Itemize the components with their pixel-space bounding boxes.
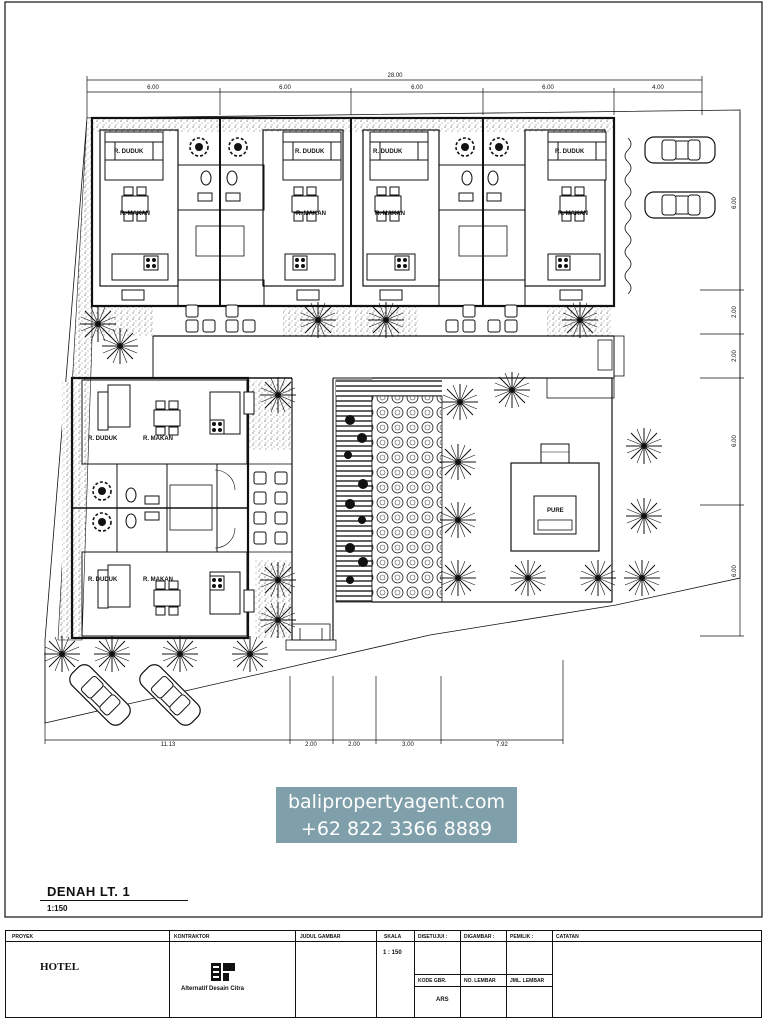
watermark-box: balipropertyagent.com +62 822 3366 8889	[276, 787, 517, 843]
dim-bottom: 2.00	[305, 742, 317, 748]
pure-label: PURE	[547, 508, 564, 514]
kode-label: KODE GBR.	[418, 978, 447, 984]
kontraktor-label: KONTRAKTOR	[174, 934, 210, 940]
room-label: R. DUDUK	[114, 149, 144, 155]
room-label: R. DUDUK	[373, 149, 403, 155]
watermark-url: balipropertyagent.com	[287, 791, 506, 813]
contractor-name: Alternatif Desain Citra	[181, 986, 245, 992]
dim-top: 6.00	[279, 85, 291, 91]
dim-bottom: 3.00	[402, 742, 414, 748]
catatan-label: CATATAN	[556, 934, 579, 940]
title-underline	[40, 900, 188, 901]
drawing-code: ARS	[436, 997, 449, 1003]
dim-top: 6.00	[147, 85, 159, 91]
room-label: R. MAKAN	[375, 211, 405, 217]
dim-right: 2.00	[732, 350, 738, 362]
dim-total: 28.00	[387, 73, 403, 79]
digambar-label: DIGAMBAR :	[464, 934, 495, 940]
room-label: R. MAKAN	[296, 211, 326, 217]
room-label: R. MAKAN	[143, 577, 173, 583]
dim-bottom: 11.13	[161, 742, 176, 748]
project-name: HOTEL	[40, 961, 80, 973]
room-label: R. DUDUK	[555, 149, 585, 155]
judul-label: JUDUL GAMBAR	[300, 934, 341, 940]
drawing-title: DENAH LT. 1	[47, 884, 131, 899]
dim-top: 4.00	[652, 85, 664, 91]
title-block: PROYEK KONTRAKTOR JUDUL GAMBAR SKALA DIS…	[5, 930, 762, 1018]
contractor-logo-icon	[211, 963, 235, 981]
no-lembar-label: NO. LEMBAR	[464, 978, 496, 984]
room-label: R. MAKAN	[120, 211, 150, 217]
dim-bottom: 7.92	[496, 742, 508, 748]
dim-right: 2.00	[732, 306, 738, 318]
proyek-label: PROYEK	[12, 934, 34, 940]
top-units	[90, 116, 616, 308]
room-label: R. DUDUK	[88, 577, 118, 583]
room-label: R. DUDUK	[88, 436, 118, 442]
disetujui-label: DISETUJUI :	[418, 934, 448, 940]
watermark-phone: +62 822 3366 8889	[300, 818, 493, 840]
dim-bottom: 2.00	[348, 742, 360, 748]
room-label: R. MAKAN	[143, 436, 173, 442]
scale-value: 1 : 150	[383, 950, 402, 956]
jml-lembar-label: JML. LEMBAR	[510, 978, 545, 984]
skala-label: SKALA	[384, 934, 402, 940]
pemilik-label: PEMILIK :	[510, 934, 534, 940]
room-label: R. DUDUK	[295, 149, 325, 155]
drawing-scale: 1:150	[47, 904, 68, 913]
dim-top: 6.00	[411, 85, 423, 91]
dim-top: 6.00	[542, 85, 554, 91]
dim-right: 6.00	[732, 565, 738, 577]
dim-right: 6.00	[732, 435, 738, 447]
dim-right: 6.00	[732, 197, 738, 209]
room-label: R. MAKAN	[558, 211, 588, 217]
